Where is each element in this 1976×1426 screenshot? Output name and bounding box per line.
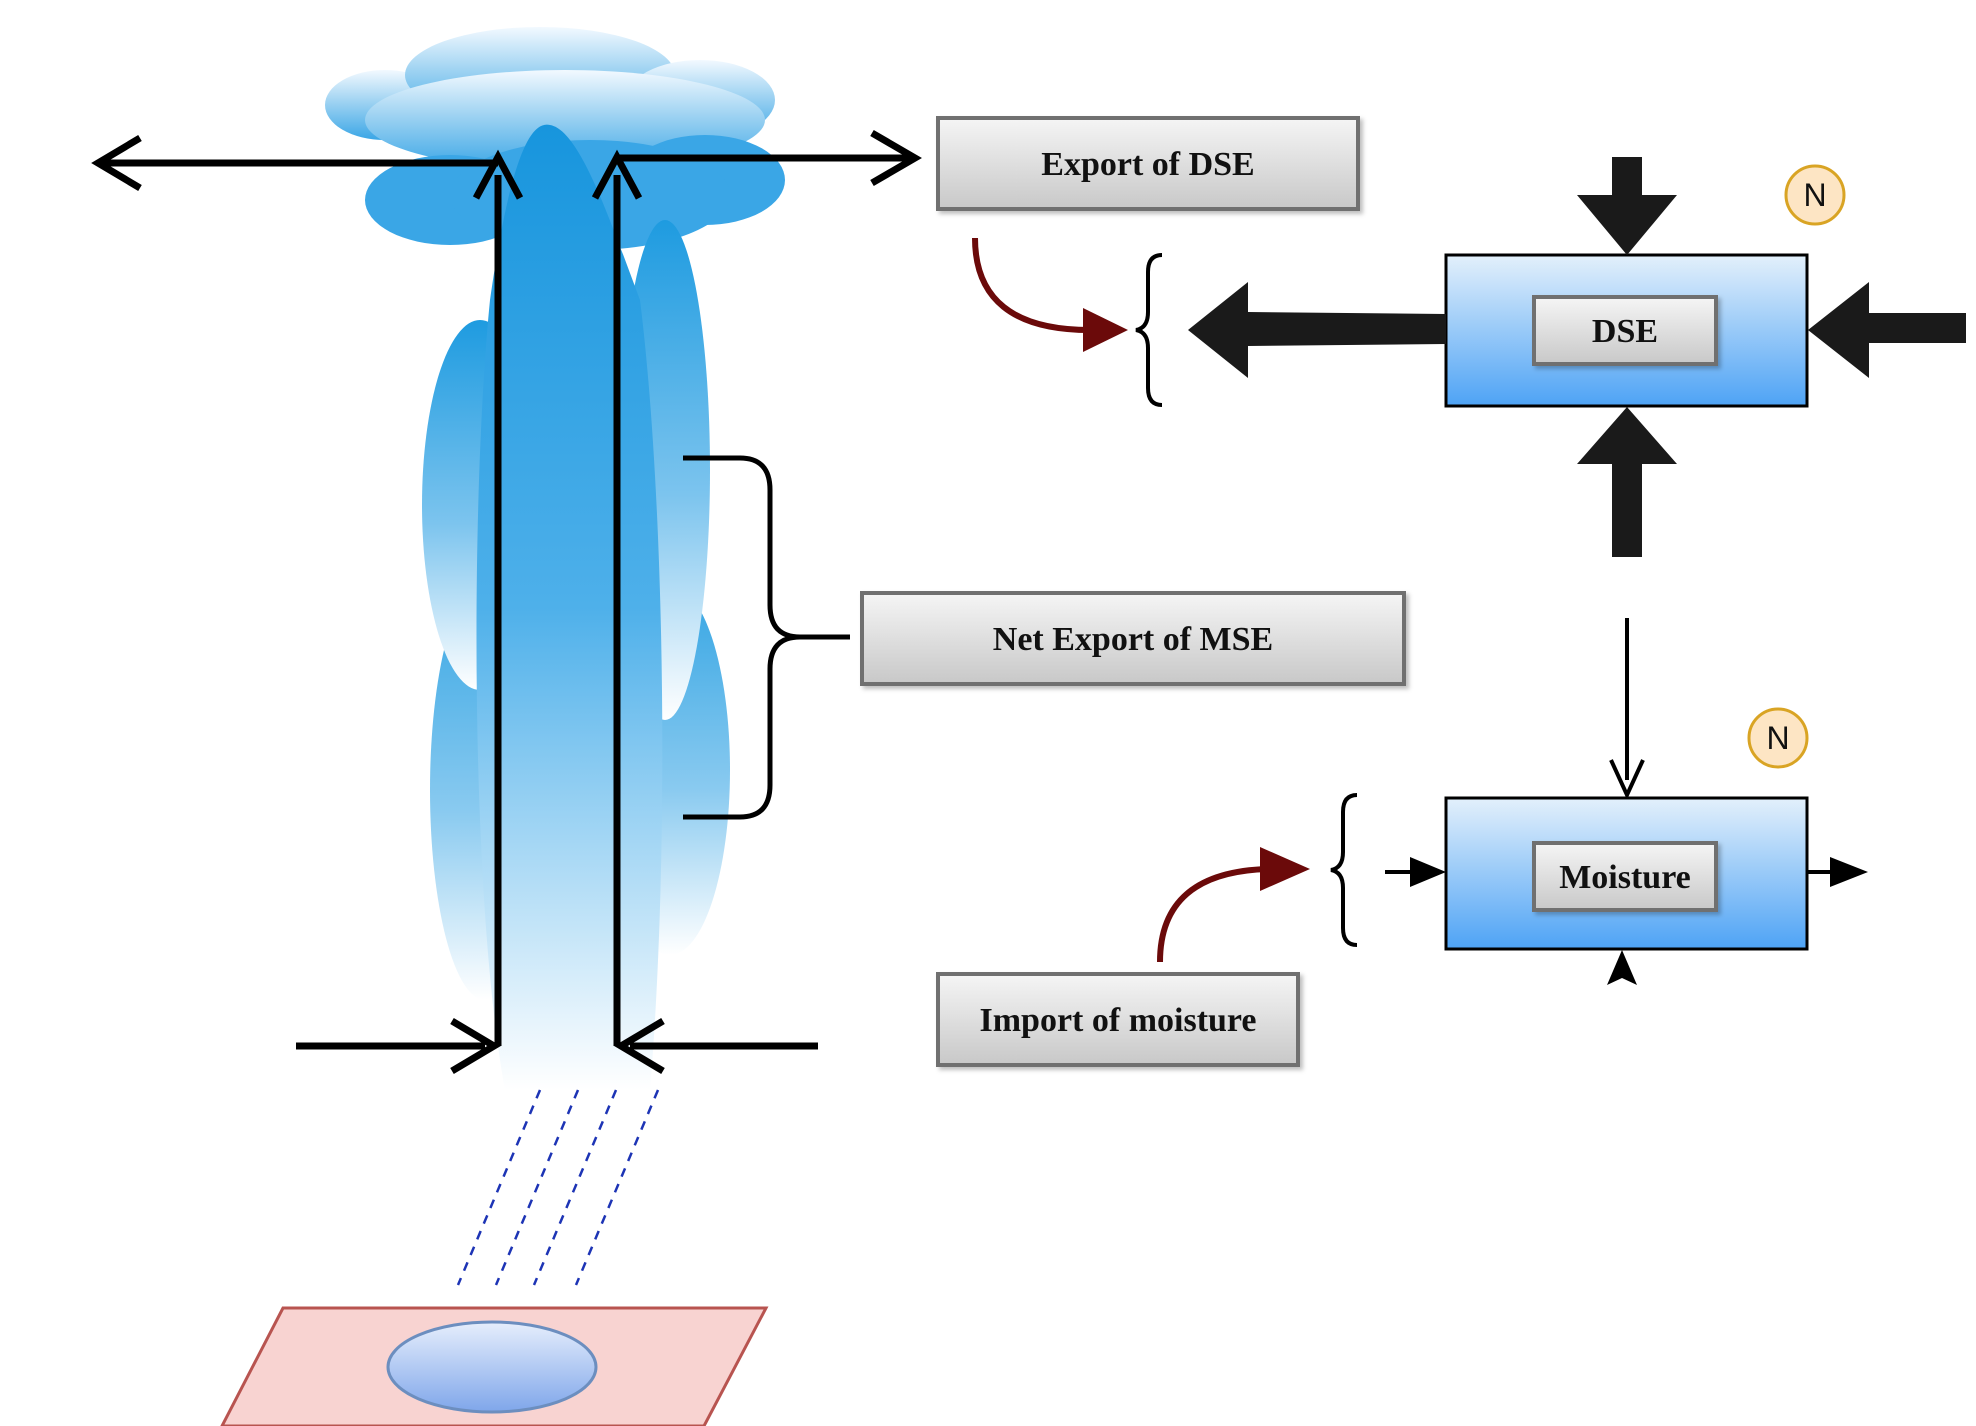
dse-box-label: DSE — [1592, 313, 1658, 350]
export-dse-curved-arrow — [972, 237, 1128, 352]
moisture-left-input-head — [1410, 857, 1446, 887]
import-moisture-label: Import of moisture — [980, 1002, 1257, 1039]
export-dse-label: Export of DSE — [1041, 146, 1254, 183]
export-dse-label-box: Export of DSE — [936, 116, 1360, 211]
dse-n-badge-text: N — [1803, 177, 1826, 213]
moisture-right-output-head — [1830, 857, 1868, 887]
moisture-small-arrows — [1385, 857, 1868, 985]
dse-to-moisture-arrow — [1609, 618, 1645, 800]
left-updraft-arrowhead — [472, 149, 524, 200]
mse-bracket — [683, 455, 850, 820]
moisture-import-brace — [1330, 793, 1358, 947]
import-moisture-label-box: Import of moisture — [936, 972, 1300, 1067]
dse-export-brace — [1135, 253, 1163, 407]
lower-left-inflow-arrowhead — [450, 1017, 501, 1075]
moisture-n-badge: N — [1747, 707, 1809, 769]
import-moisture-curved-arrow — [1157, 847, 1310, 963]
net-export-mse-label: Net Export of MSE — [993, 621, 1273, 658]
cloud-flow-arrows — [91, 129, 922, 1075]
net-export-mse-label-box: Net Export of MSE — [860, 591, 1406, 686]
rain-streaks — [456, 1089, 660, 1286]
moisture-box: Moisture — [1444, 796, 1809, 951]
lower-right-inflow-arrowhead — [614, 1017, 665, 1075]
dse-right-input-arrow — [1808, 282, 1966, 378]
dse-n-badge: N — [1784, 164, 1846, 226]
convective-cloud — [325, 27, 785, 1091]
surface-puddle — [386, 1320, 598, 1414]
moisture-n-badge-text: N — [1766, 720, 1789, 756]
dse-top-input-arrow — [1577, 157, 1677, 255]
dse-left-export-arrow — [1188, 282, 1446, 378]
dse-box: DSE — [1444, 253, 1809, 408]
moisture-box-label: Moisture — [1559, 859, 1691, 896]
cloud-central-core — [476, 124, 663, 1091]
upper-left-outflow-arrowhead — [91, 134, 142, 192]
dse-bottom-input-arrow — [1577, 407, 1677, 557]
upper-right-outflow-arrowhead — [870, 129, 922, 187]
moisture-bottom-input-head — [1607, 950, 1637, 985]
dse-block-arrows — [1188, 157, 1966, 557]
